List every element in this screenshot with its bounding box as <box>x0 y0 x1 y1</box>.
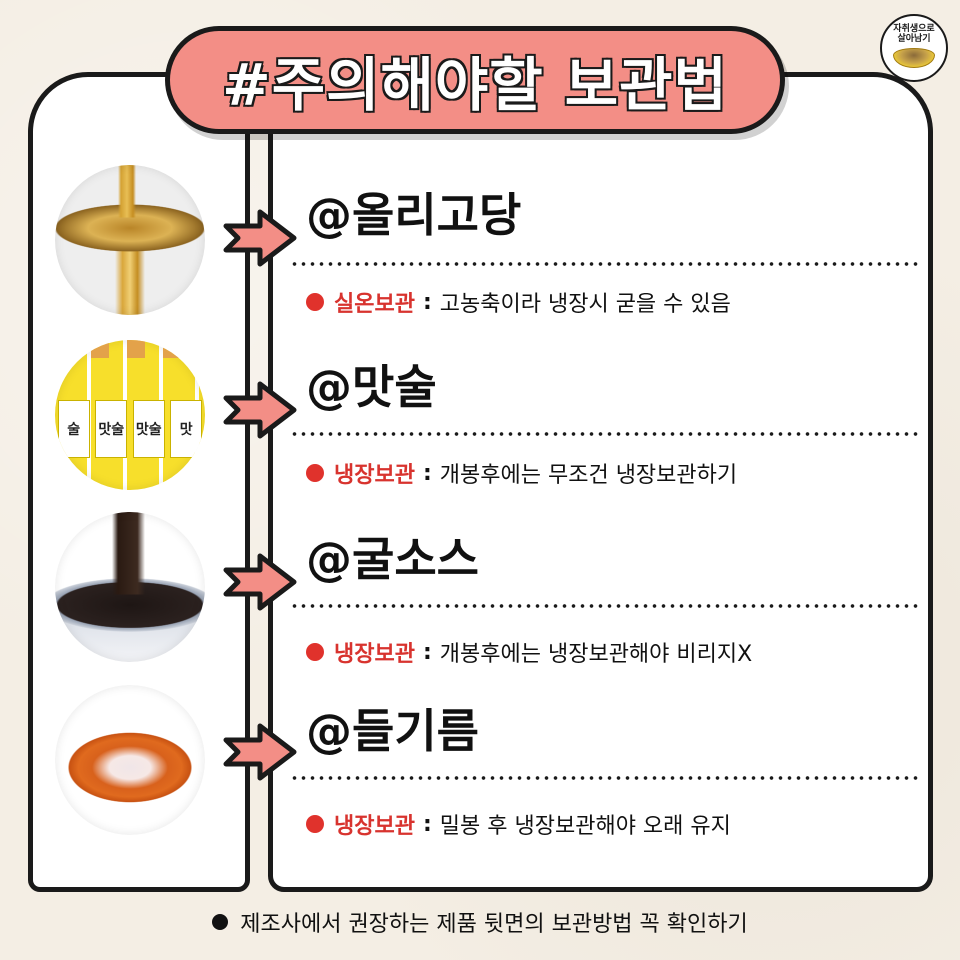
footer-note: 제조사에서 권장하는 제품 뒷면의 보관방법 꼭 확인하기 <box>0 902 960 942</box>
item-description: 고농축이라 냉장시 굳을 수 있음 <box>439 292 731 317</box>
oligosaccharide-image <box>55 165 205 315</box>
red-bullet-icon <box>306 643 324 661</box>
black-bullet-icon <box>212 914 229 930</box>
content-panel <box>268 72 933 892</box>
storage-tag: 냉장보관 <box>334 463 415 488</box>
item-name: @들기름 <box>306 704 479 758</box>
separator: : <box>422 639 432 665</box>
item-perilla-oil: @들기름 냉장보관 : 밀봉 후 냉장보관해야 오래 유지 <box>290 696 930 839</box>
separator: : <box>422 289 432 315</box>
arrow-right-icon <box>223 381 297 439</box>
item-name: @굴소스 <box>306 532 479 586</box>
separator: : <box>422 460 432 486</box>
storage-tag: 냉장보관 <box>334 642 415 667</box>
matsul-image: 술 맛술 맛술 맛 <box>55 340 205 490</box>
red-bullet-icon <box>306 815 324 833</box>
dotted-divider <box>290 262 922 266</box>
footer-text: 제조사에서 권장하는 제품 뒷면의 보관방법 꼭 확인하기 <box>240 912 748 937</box>
item-matsul: @맛술 냉장보관 : 개봉후에는 무조건 냉장보관하기 <box>290 352 930 488</box>
separator: : <box>422 811 432 837</box>
brand-logo: 자취생으로 살아남기 <box>880 14 948 82</box>
arrow-right-icon <box>223 723 297 781</box>
red-bullet-icon <box>306 293 324 311</box>
perilla-oil-image <box>55 685 205 835</box>
title-banner: #주의해야할 보관법 <box>165 26 785 134</box>
storage-tag: 실온보관 <box>334 292 415 317</box>
arrow-right-icon <box>223 209 297 267</box>
bottle-labels: 술 맛술 맛술 맛 <box>55 400 205 460</box>
item-description: 개봉후에는 냉장보관해야 비리지X <box>439 642 753 667</box>
bottle-label: 술 <box>57 400 90 458</box>
bottle-caps <box>55 340 205 358</box>
item-description: 밀봉 후 냉장보관해야 오래 유지 <box>439 814 731 839</box>
item-note: 냉장보관 : 개봉후에는 냉장보관해야 비리지X <box>306 636 752 668</box>
dotted-divider <box>290 432 922 436</box>
dotted-divider <box>290 604 922 608</box>
item-oligosaccharide: @올리고당 실온보관 : 고농축이라 냉장시 굳을 수 있음 <box>290 180 930 317</box>
item-description: 개봉후에는 무조건 냉장보관하기 <box>439 463 738 488</box>
item-note: 실온보관 : 고농축이라 냉장시 굳을 수 있음 <box>306 286 731 318</box>
dotted-divider <box>290 776 922 780</box>
bottle-label: 맛 <box>170 400 203 458</box>
noodle-bowl-icon <box>893 48 935 68</box>
arrow-right-icon <box>223 553 297 611</box>
red-bullet-icon <box>306 464 324 482</box>
storage-tag: 냉장보관 <box>334 814 415 839</box>
logo-text: 자취생으로 살아남기 <box>893 24 935 44</box>
item-oyster-sauce: @굴소스 냉장보관 : 개봉후에는 냉장보관해야 비리지X <box>290 524 930 667</box>
oyster-sauce-image <box>55 512 205 662</box>
page-title: #주의해야할 보관법 <box>221 50 729 121</box>
item-name: @맛술 <box>306 360 437 414</box>
item-name: @올리고당 <box>306 188 522 242</box>
item-note: 냉장보관 : 개봉후에는 무조건 냉장보관하기 <box>306 457 737 489</box>
bottle-label: 맛술 <box>132 400 165 458</box>
item-note: 냉장보관 : 밀봉 후 냉장보관해야 오래 유지 <box>306 808 731 840</box>
bottle-label: 맛술 <box>95 400 128 458</box>
